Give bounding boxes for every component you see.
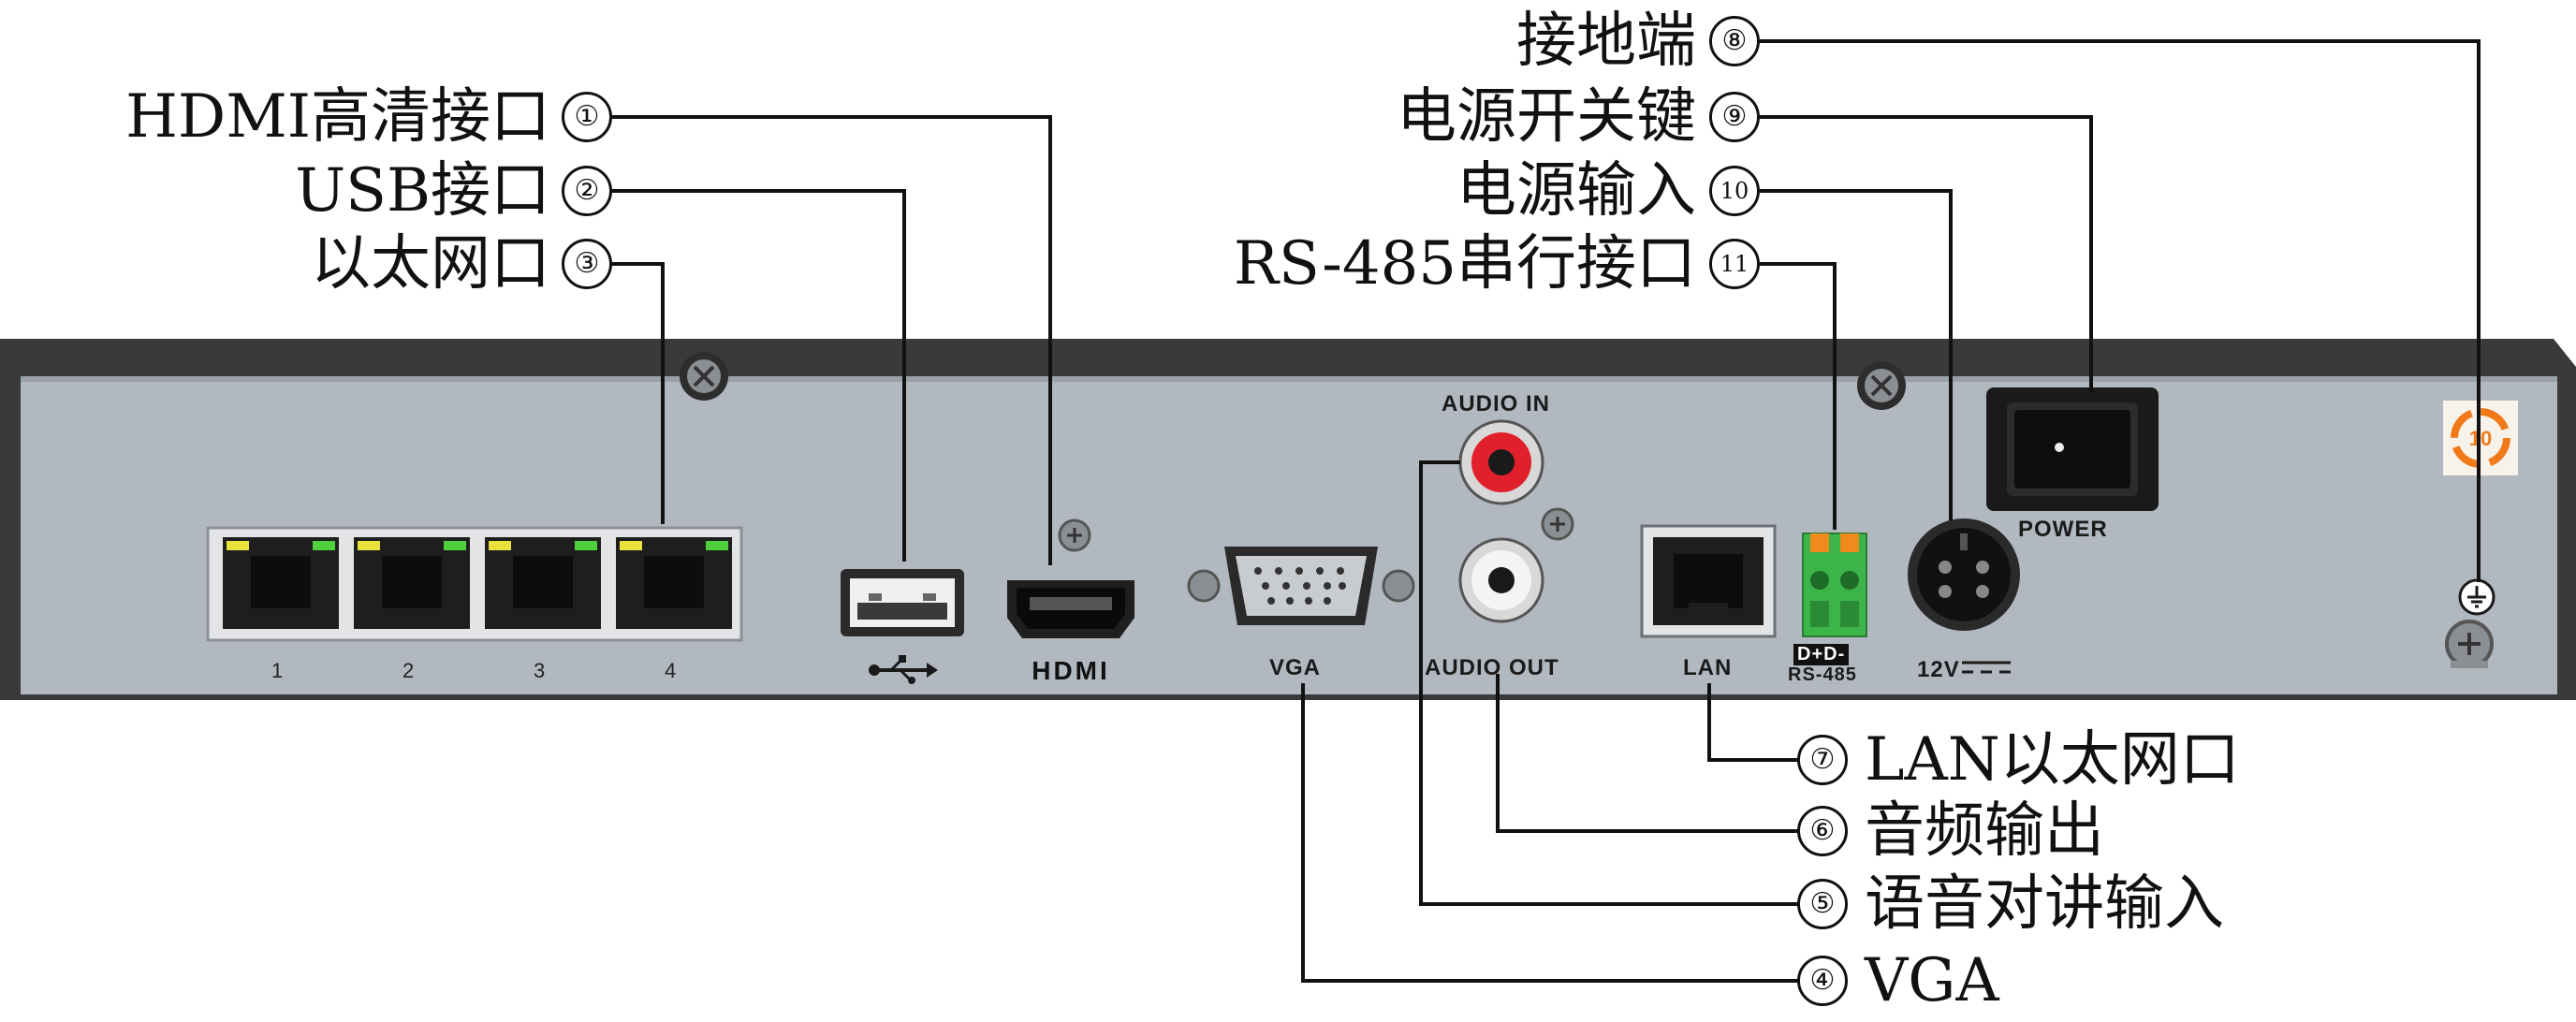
audio-out-label: AUDIO OUT	[1425, 655, 1559, 680]
callout-label-lan: LAN以太网口	[1865, 725, 2240, 795]
callout-number: 11	[1709, 239, 1760, 289]
callout-number: ②	[562, 166, 612, 216]
power-input-label: 12V	[1917, 657, 1960, 682]
eth-port-number: 4	[665, 659, 677, 682]
ground-screw	[2445, 620, 2494, 668]
audio-in-jack	[1458, 419, 1544, 505]
callout-label-talk-input: 语音对讲输入	[1865, 869, 2224, 939]
callout-label-hdmi: HDMI高清接口	[125, 82, 550, 152]
power-switch-label: POWER	[2018, 517, 2108, 542]
callout-label-usb: USB接口	[295, 156, 550, 226]
hdmi-port	[1007, 580, 1134, 638]
callout-number: ⑤	[1797, 879, 1848, 929]
ground-icon	[2458, 578, 2496, 616]
usb-icon	[869, 655, 938, 684]
dc-symbol-icon	[1962, 661, 2011, 674]
callout-number: ⑦	[1797, 735, 1848, 785]
power-input-connector	[1908, 518, 2020, 631]
vga-label: VGA	[1269, 655, 1322, 680]
rs485-label: RS-485	[1788, 664, 1857, 685]
callout-number: ③	[562, 239, 612, 289]
usb-port	[841, 569, 964, 636]
callout-number: ⑨	[1709, 92, 1760, 142]
screw-icon	[1058, 518, 1091, 552]
callout-number: ④	[1797, 956, 1848, 1006]
callout-label-audio-out: 音频输出	[1865, 796, 2104, 866]
eth-port-number: 3	[534, 659, 546, 682]
callout-label-power-switch: 电源开关键	[1397, 82, 1696, 152]
screw-icon	[680, 352, 728, 401]
callout-label-ground: 接地端	[1516, 7, 1696, 76]
screw-icon	[1541, 507, 1574, 541]
callout-number: ①	[562, 92, 612, 142]
rs485-terminal	[1802, 533, 1867, 637]
eth-port-number: 1	[271, 659, 284, 682]
ethernet-ports	[223, 537, 732, 629]
leader-lines	[592, 39, 2481, 983]
callout-number: ⑧	[1709, 16, 1760, 66]
audio-out-jack	[1458, 537, 1544, 623]
lan-label: LAN	[1683, 655, 1733, 680]
callout-label-power-input: 电源输入	[1456, 156, 1696, 226]
callout-number: ⑥	[1797, 806, 1848, 856]
audio-in-label: AUDIO IN	[1442, 391, 1550, 416]
screw-icon	[1857, 361, 1906, 410]
rs485-pins-label: D+D-	[1793, 644, 1850, 665]
power-switch	[1986, 387, 2159, 511]
callout-number: 10	[1709, 166, 1760, 216]
vga-port	[1187, 547, 1415, 625]
eth-port-number: 2	[402, 659, 415, 682]
lan-port	[1640, 524, 1777, 638]
callout-label-rs485: RS-485串行接口	[1233, 229, 1696, 299]
callout-label-vga: VGA	[1865, 946, 1999, 1015]
hdmi-logo: HDMI	[1032, 656, 1110, 685]
callout-label-ethernet: 以太网口	[311, 229, 550, 299]
